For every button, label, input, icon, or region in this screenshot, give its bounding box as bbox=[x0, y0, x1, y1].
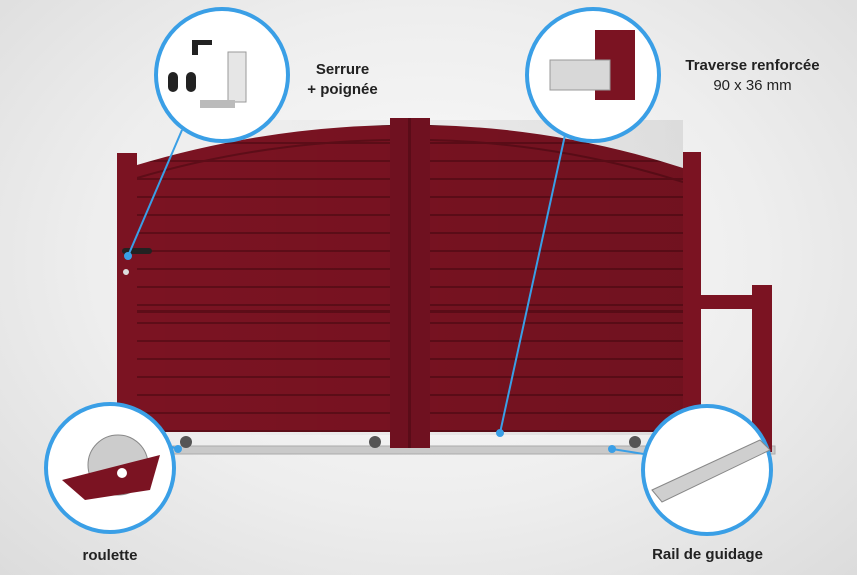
beam-label: Traverse renforcée 90 x 36 mm bbox=[660, 56, 845, 96]
left-post bbox=[117, 153, 137, 423]
rail-detail-circle bbox=[641, 404, 773, 536]
beam-label-title: Traverse renforcée bbox=[685, 57, 820, 74]
wheel-label: roulette bbox=[82, 547, 138, 564]
extension-bar bbox=[701, 295, 753, 309]
extension-post bbox=[752, 285, 772, 452]
wheel-detail-circle bbox=[44, 402, 176, 534]
beam-detail-circle bbox=[525, 7, 661, 143]
right-post bbox=[683, 152, 701, 410]
rail-label: Rail de guidage bbox=[652, 546, 763, 563]
lock-detail-circle bbox=[154, 7, 290, 143]
lock-label-line2: + poignée bbox=[307, 81, 378, 98]
beam-label-size: 90 x 36 mm bbox=[713, 77, 792, 94]
lock-label-line1: Serrure bbox=[315, 61, 370, 78]
lock-label: Serrure + poignée bbox=[290, 60, 395, 100]
